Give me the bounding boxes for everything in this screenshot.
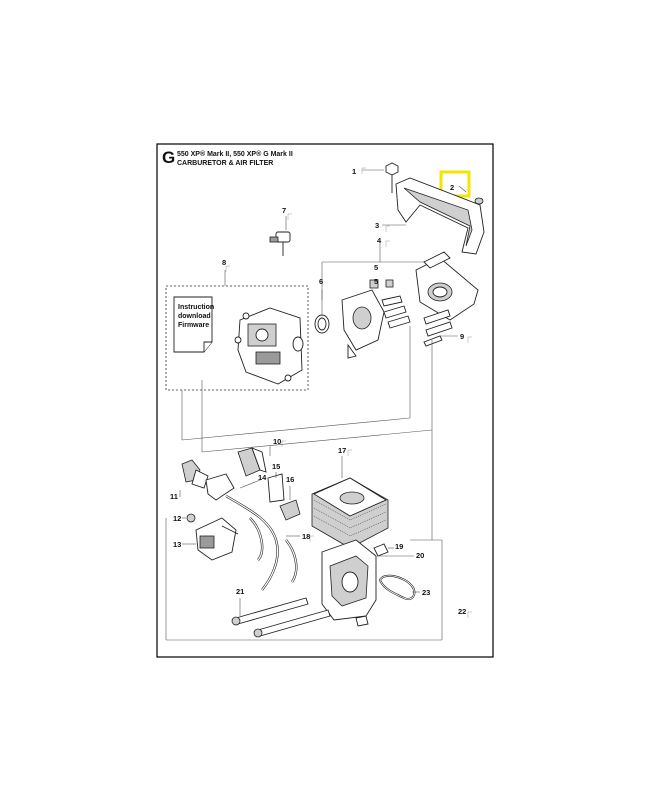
callout-12[interactable]: 12	[173, 514, 181, 523]
part-14-clip[interactable]	[205, 473, 261, 501]
callout-18[interactable]: 18	[302, 532, 310, 541]
instruction-line-1: Instruction	[178, 304, 214, 311]
callout-23[interactable]: 23	[422, 588, 430, 597]
part-7-sensor[interactable]	[269, 216, 291, 256]
part-11-plug[interactable]	[179, 459, 209, 497]
instruction-line-3: Firmware	[178, 322, 209, 329]
callout-8[interactable]: 8	[222, 258, 226, 267]
intake-manifold[interactable]	[415, 251, 479, 321]
callout-9[interactable]: 9	[460, 332, 464, 341]
callout-6[interactable]: 6	[319, 277, 323, 286]
part-1-screw[interactable]	[362, 162, 399, 193]
diagram-frame	[156, 143, 494, 658]
callout-13[interactable]: 13	[173, 540, 181, 549]
part-10-connector[interactable]	[237, 446, 271, 477]
callout-16[interactable]: 16	[286, 475, 294, 484]
part-9-screws[interactable]	[423, 309, 458, 347]
part-22-leader	[165, 518, 443, 641]
callout-2[interactable]: 2	[450, 183, 454, 192]
section-letter: G	[162, 148, 175, 167]
air-filter-housing[interactable]	[321, 539, 377, 627]
callout-4[interactable]: 4	[377, 236, 382, 245]
model-line: 550 XP® Mark II, 550 XP® G Mark II	[177, 150, 293, 158]
callout-labels: 1 2 3 4 5 5 6 7 8 9 10 11 12 13 14 15 16…	[170, 167, 466, 616]
callout-15[interactable]: 15	[272, 462, 280, 471]
section-title: CARBURETOR & AIR FILTER	[177, 160, 273, 167]
part-12-screw[interactable]	[182, 513, 196, 523]
callout-ticks	[225, 167, 472, 618]
diagram-header: G 550 XP® Mark II, 550 XP® G Mark II CAR…	[162, 148, 293, 167]
callout-5b[interactable]: 5	[374, 277, 378, 286]
part-6-gasket[interactable]	[314, 290, 330, 334]
callout-10[interactable]: 10	[273, 437, 281, 446]
part-5-bolts[interactable]	[369, 279, 411, 329]
callout-22[interactable]: 22	[458, 607, 466, 616]
callout-19[interactable]: 19	[395, 542, 403, 551]
part-23-rubber-seal[interactable]	[378, 574, 420, 600]
instruction-line-2: download	[178, 313, 211, 320]
connection-lines	[181, 326, 433, 540]
callout-11[interactable]: 11	[170, 492, 178, 501]
part-4-intake-boot[interactable]	[321, 243, 430, 359]
instruction-document[interactable]: Instruction download Firmware	[173, 296, 214, 353]
part-21-bolts[interactable]	[231, 597, 331, 638]
callout-17[interactable]: 17	[338, 446, 346, 455]
part-13-valve[interactable]	[182, 517, 239, 561]
part-18-hoses[interactable]	[225, 494, 300, 591]
part-16-sensor[interactable]	[279, 486, 301, 521]
callout-14[interactable]: 14	[258, 473, 267, 482]
part-17-air-filter[interactable]	[311, 456, 389, 549]
callout-5a[interactable]: 5	[374, 263, 378, 272]
part-19-clip[interactable]	[373, 543, 394, 557]
callout-21[interactable]: 21	[236, 587, 244, 596]
callout-1[interactable]: 1	[352, 167, 356, 176]
callout-7[interactable]: 7	[282, 206, 286, 215]
callout-20[interactable]: 20	[416, 551, 424, 560]
callout-3[interactable]: 3	[375, 221, 379, 230]
part-15-bracket[interactable]	[267, 472, 285, 503]
part-3-intake-cover[interactable]	[382, 177, 485, 255]
part-8-carburetor-group[interactable]	[165, 270, 309, 391]
